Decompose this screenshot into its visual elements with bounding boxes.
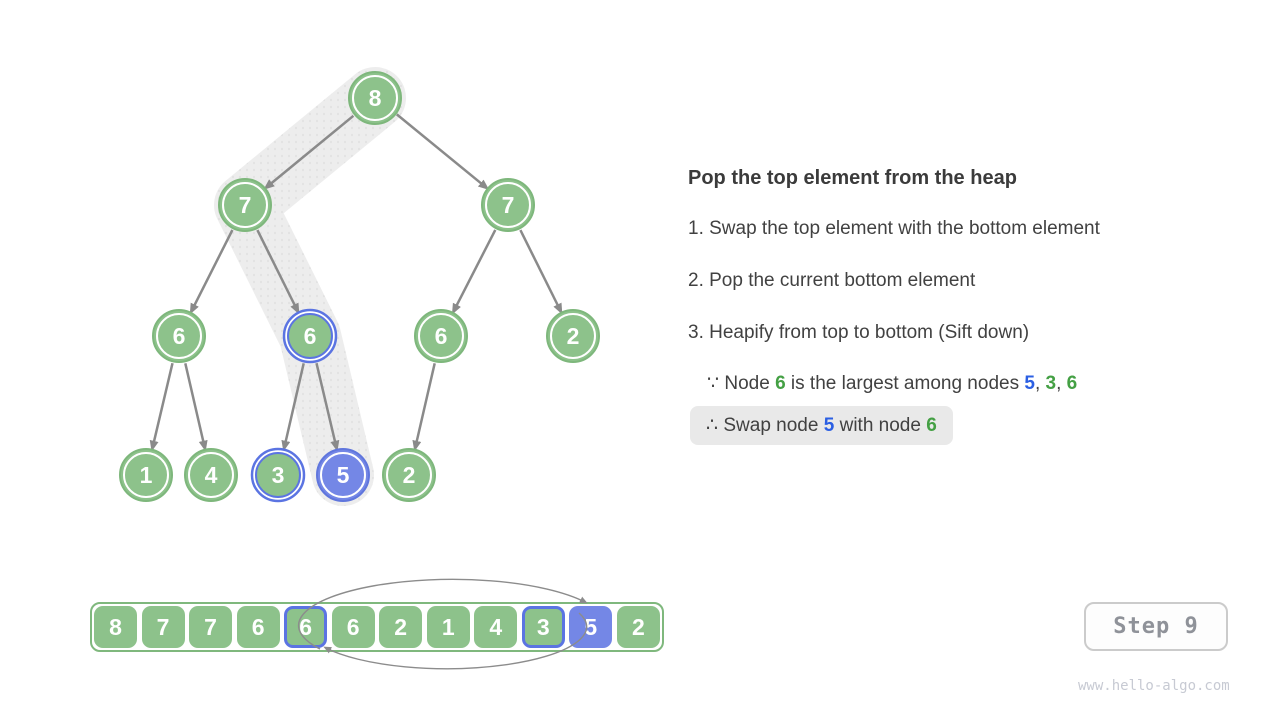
- tree-node: 6: [414, 309, 468, 363]
- tree-node-value: 5: [337, 462, 350, 488]
- tree-node: 6: [152, 309, 206, 363]
- text-segment: 6: [775, 373, 786, 394]
- therefore-note: ∴ Swap node 5 with node 6: [690, 406, 953, 445]
- array-cell: 1: [426, 606, 470, 648]
- tree-edge: [519, 229, 563, 315]
- text-segment: 6: [1066, 373, 1078, 394]
- array-cell-value: 7: [156, 613, 170, 640]
- text-segment: 6: [926, 415, 937, 436]
- watermark: www.hello-algo.com: [1078, 678, 1230, 694]
- tree-edges: [149, 113, 563, 452]
- array-cell: 2: [616, 606, 660, 648]
- tree-node-value: 2: [567, 323, 580, 349]
- page-title: Pop the top element from the heap: [688, 167, 1017, 189]
- tree-node: 2: [546, 309, 600, 363]
- array-cell: 6: [284, 606, 328, 648]
- because-note: ∵ Node 6 is the largest among nodes 5, 3…: [707, 372, 1077, 395]
- tree-edge: [149, 362, 174, 452]
- tree-edge: [451, 229, 497, 315]
- tree-node-value: 1: [140, 462, 153, 488]
- array-cell-value: 6: [299, 613, 313, 640]
- array-cell-value: 2: [631, 613, 645, 640]
- tree-node-value: 7: [502, 192, 515, 218]
- tree-node-value: 3: [272, 462, 285, 488]
- text-segment: is the largest among nodes: [785, 373, 1025, 394]
- tree-edge: [184, 363, 208, 452]
- heap-array: 8 7 7 6 6 6 2 1 4 3 5 2: [90, 602, 664, 652]
- array-cell: 4: [474, 606, 518, 648]
- array-cell: 3: [521, 606, 565, 648]
- step-item-3: 3. Heapify from top to bottom (Sift down…: [688, 322, 1030, 343]
- array-cell: 8: [94, 606, 137, 648]
- tree-node: 3: [250, 447, 306, 503]
- step-item-1: 1. Swap the top element with the bottom …: [688, 218, 1100, 239]
- tree-node: 5: [316, 448, 370, 502]
- text-segment: with node: [834, 415, 927, 436]
- array-cell-value: 7: [204, 613, 217, 640]
- tree-node: 7: [481, 178, 535, 232]
- text-segment: ,: [1034, 373, 1046, 394]
- tree-node: 6: [282, 308, 338, 364]
- step-item-2: 2. Pop the current bottom element: [688, 270, 976, 291]
- tree-node-value: 6: [304, 323, 317, 349]
- text-segment: ∵ Node: [707, 373, 776, 394]
- tree-node: 4: [184, 448, 238, 502]
- tree-node-value: 6: [435, 323, 448, 349]
- array-cell: 6: [331, 606, 375, 648]
- tree-edge: [256, 229, 300, 315]
- tree-node-value: 7: [239, 192, 252, 218]
- tree-edge: [281, 363, 305, 452]
- tree-node: 2: [382, 448, 436, 502]
- tree-node-value: 2: [403, 462, 416, 488]
- tree-edge: [315, 362, 340, 452]
- array-cell: 6: [236, 606, 280, 648]
- tree-edge: [263, 114, 355, 190]
- tree-edge: [189, 229, 234, 315]
- text-segment: 3: [1045, 373, 1057, 394]
- text-segment: ∴ Swap node: [706, 415, 824, 436]
- array-cell: 2: [379, 606, 423, 648]
- array-cell: 7: [141, 606, 185, 648]
- array-cell-value: 6: [251, 613, 265, 640]
- tree-edge: [412, 363, 436, 452]
- array-cell: 5: [569, 606, 613, 648]
- array-cell-value: 3: [536, 613, 550, 640]
- tree-node: 7: [218, 178, 272, 232]
- tree-node: 1: [119, 448, 173, 502]
- tree-node-value: 4: [205, 462, 218, 488]
- array-cell-value: 1: [441, 613, 455, 640]
- tree-node-value: 6: [173, 323, 186, 349]
- step-badge: Step 9: [1084, 602, 1228, 651]
- array-cell-value: 8: [109, 613, 122, 640]
- array-cell-value: 2: [394, 613, 408, 640]
- tree-node: 8: [348, 71, 402, 125]
- tree-edge: [396, 113, 490, 191]
- text-segment: ,: [1056, 373, 1067, 394]
- sift-down-path-highlight: [214, 67, 406, 506]
- text-segment: 5: [823, 415, 835, 436]
- array-cell-value: 6: [346, 613, 360, 640]
- array-cell-value: 5: [584, 613, 598, 640]
- text-segment: 5: [1024, 373, 1035, 394]
- tree-node-value: 8: [369, 85, 382, 111]
- array-cell-value: 4: [489, 613, 503, 640]
- array-cell: 7: [189, 606, 233, 648]
